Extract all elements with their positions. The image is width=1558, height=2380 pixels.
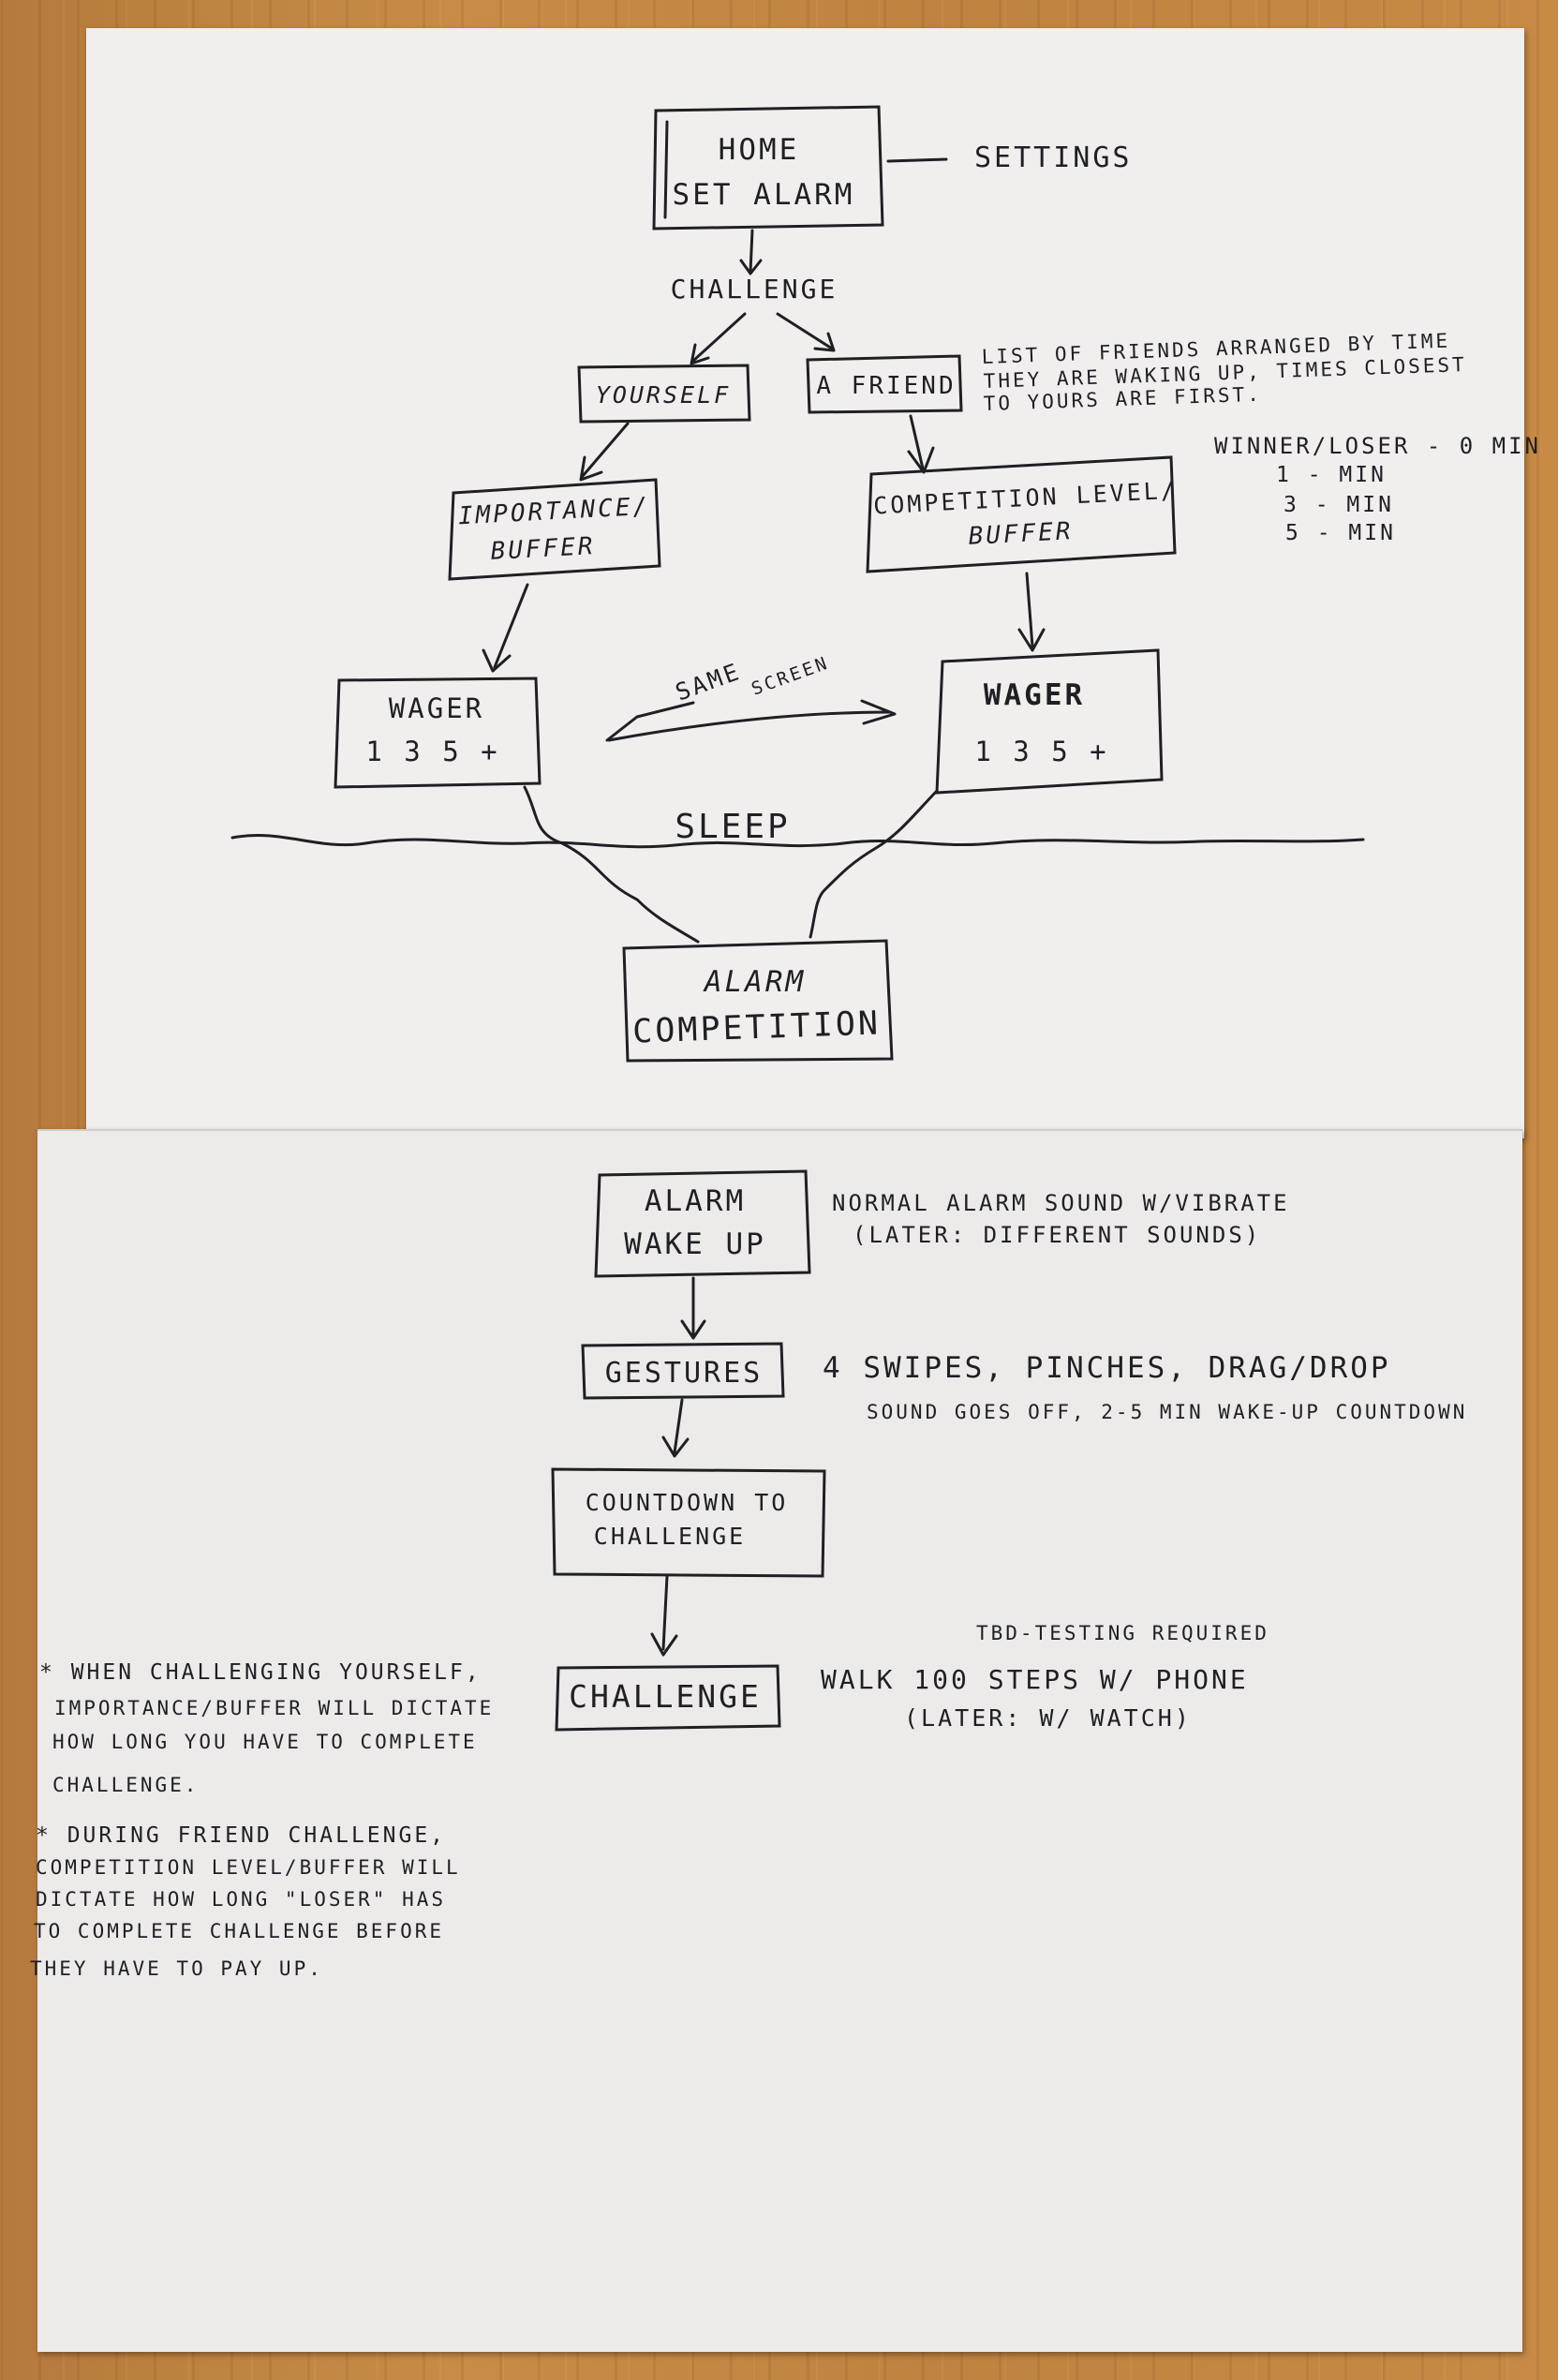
friend-footnote-line1: * DURING FRIEND CHALLENGE,: [36, 1823, 446, 1848]
alarm-competition-node: ALARM COMPETITION: [622, 939, 894, 1063]
screen-label: SCREEN: [749, 652, 832, 699]
wager-right-node: WAGER 1 3 5 +: [935, 648, 1164, 795]
alarm-wake-up-node: ALARM WAKE UP: [594, 1169, 811, 1278]
sleep-wave-line: [230, 834, 1365, 849]
friend-footnote: * DURING FRIEND CHALLENGE, COMPETITION L…: [30, 1823, 461, 1980]
wager-right-title: WAGER: [984, 678, 1085, 712]
alarm-note-line1: NORMAL ALARM SOUND W/VIBRATE: [832, 1190, 1290, 1216]
yourself-footnote-line4: CHALLENGE.: [52, 1774, 199, 1796]
countdown-node: COUNTDOWN TO CHALLENGE: [551, 1467, 826, 1578]
same-screen-arrow: SAME SCREEN: [605, 652, 897, 742]
challenge-top-label: CHALLENGE: [671, 274, 838, 305]
challenge-bottom-node: CHALLENGE: [555, 1664, 781, 1732]
arrow-importance-wager: [493, 583, 529, 669]
friend-footnote-line4: TO COMPLETE CHALLENGE BEFORE: [34, 1920, 444, 1942]
wager-left-title: WAGER: [389, 692, 484, 724]
yourself-footnote: * WHEN CHALLENGING YOURSELF, IMPORTANCE/…: [39, 1660, 494, 1796]
funnel-left: [523, 785, 700, 944]
paper-sheet-top: [86, 28, 1524, 1138]
gestures-node: GESTURES: [581, 1342, 785, 1400]
connector-settings: [886, 157, 948, 163]
arrow-countdown-challenge: [661, 1574, 669, 1651]
arrow-challenge-friend: [776, 312, 834, 350]
yourself-footnote-line3: HOW LONG YOU HAVE TO COMPLETE: [52, 1731, 478, 1753]
yourself-footnote-line2: IMPORTANCE/BUFFER WILL DICTATE: [54, 1697, 494, 1719]
countdown-label1: COUNTDOWN TO: [586, 1489, 789, 1516]
challenge-bottom-label: CHALLENGE: [569, 1678, 762, 1715]
home-node: HOME SET ALARM: [652, 105, 884, 231]
friend-footnote-line3: DICTATE HOW LONG "LOSER" HAS: [36, 1888, 446, 1911]
a-friend-label: A FRIEND: [816, 372, 956, 400]
yourself-footnote-line1: * WHEN CHALLENGING YOURSELF,: [39, 1660, 482, 1685]
importance-label: IMPORTANCE/: [457, 493, 650, 531]
set-alarm-label: SET ALARM: [673, 178, 855, 212]
paper-seam: [37, 1129, 1522, 1131]
gestures-label: GESTURES: [605, 1357, 764, 1390]
funnel-right: [809, 789, 939, 939]
settings-label: SETTINGS: [974, 141, 1133, 174]
competition-level-label: COMPETITION LEVEL/: [873, 477, 1179, 520]
importance-buffer-node: IMPORTANCE/ BUFFER: [448, 478, 661, 581]
home-label: HOME: [719, 133, 800, 167]
winner-note-line3: 3 - MIN: [1283, 493, 1394, 517]
alarm-competition-line1: ALARM: [703, 965, 806, 999]
wager-left-node: WAGER 1 3 5 +: [334, 677, 542, 789]
wager-left-options: 1 3 5 +: [365, 736, 499, 767]
walk-note-tbd: TBD-TESTING REQUIRED: [976, 1622, 1269, 1644]
friend-footnote-line5: THEY HAVE TO PAY UP.: [30, 1957, 323, 1980]
arrow-gestures-countdown: [673, 1398, 684, 1454]
gestures-note-line2: SOUND GOES OFF, 2-5 MIN WAKE-UP COUNTDOW…: [867, 1401, 1467, 1423]
gestures-note-line1: 4 SWIPES, PINCHES, DRAG/DROP: [823, 1351, 1391, 1385]
winner-note-line2: 1 - MIN: [1276, 463, 1387, 487]
arrow-challenge-yourself: [691, 312, 747, 363]
yourself-label: YOURSELF: [596, 381, 731, 409]
yourself-node: YOURSELF: [577, 364, 751, 424]
winner-note-line1: WINNER/LOSER - 0 MIN: [1214, 433, 1541, 459]
arrow-friend-competition: [909, 414, 925, 470]
arrow-competition-wager: [1025, 572, 1034, 648]
wager-right-options: 1 3 5 +: [974, 736, 1108, 767]
alarm-wake-label2: WAKE UP: [624, 1227, 766, 1261]
countdown-label2: CHALLENGE: [594, 1523, 746, 1550]
paper-sheet-bottom: [37, 1129, 1522, 2352]
alarm-wake-label1: ALARM: [645, 1184, 746, 1218]
alarm-competition-line2: COMPETITION: [632, 1004, 882, 1050]
winner-note-line4: 5 - MIN: [1285, 521, 1396, 545]
buffer-label-left: BUFFER: [490, 532, 596, 566]
walk-note-line2: (LATER: W/ WATCH): [904, 1704, 1192, 1732]
arrow-home-challenge: [749, 229, 754, 274]
a-friend-node: A FRIEND: [806, 354, 963, 414]
same-label: SAME: [672, 658, 745, 707]
walk-note-line1: WALK 100 STEPS W/ PHONE: [821, 1664, 1249, 1695]
arrow-yourself-importance: [581, 422, 630, 478]
sleep-label: SLEEP: [675, 808, 790, 846]
buffer-label-right: BUFFER: [968, 517, 1074, 551]
alarm-note-line2: (LATER: DIFFERENT SOUNDS): [853, 1222, 1261, 1248]
competition-buffer-node: COMPETITION LEVEL/ BUFFER: [866, 455, 1179, 573]
friend-footnote-line2: COMPETITION LEVEL/BUFFER WILL: [36, 1856, 461, 1879]
